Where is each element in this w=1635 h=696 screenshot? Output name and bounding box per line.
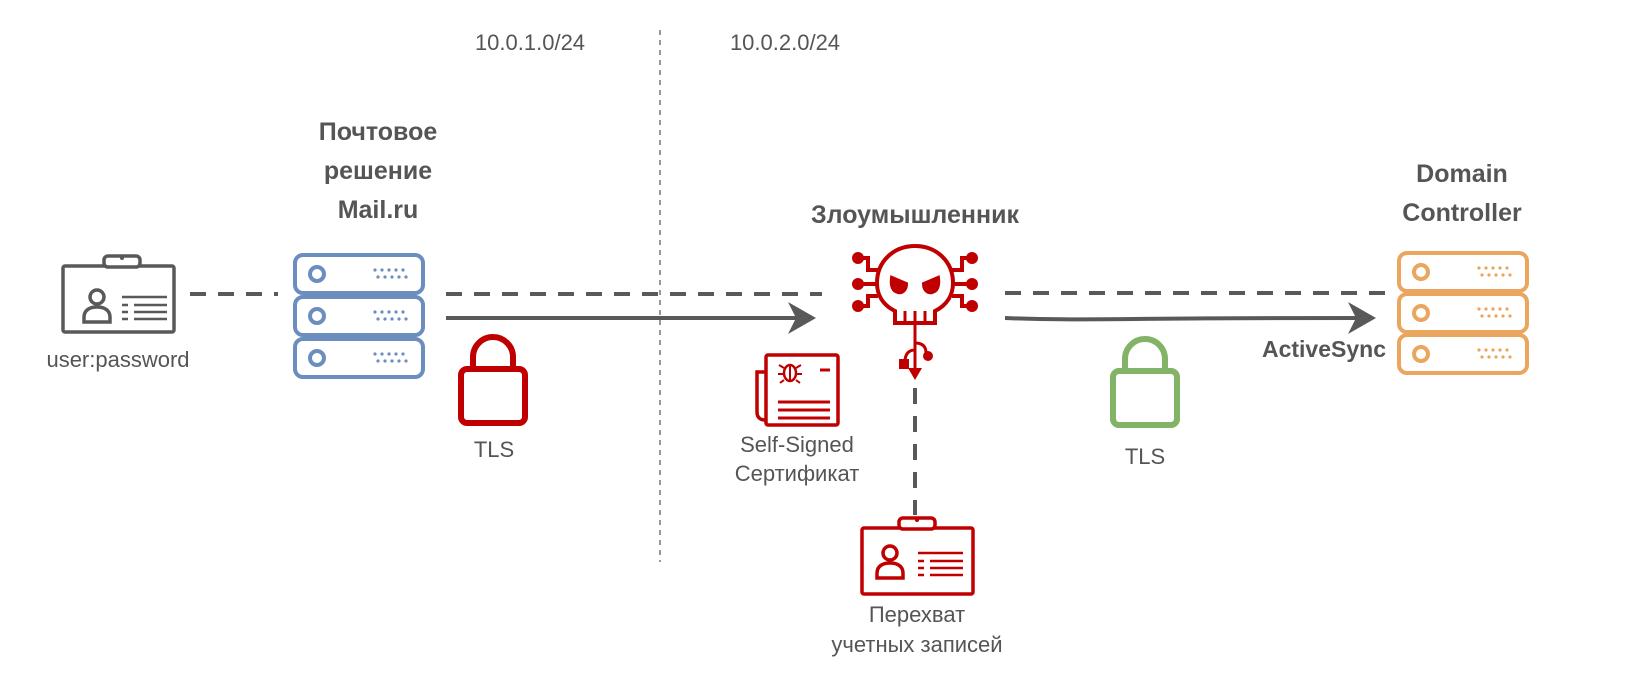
certificate-line-1: Self-Signed [740, 432, 854, 457]
subnet-left-label: 10.0.1.0/24 [475, 30, 585, 55]
tls-left-label: TLS [474, 437, 514, 462]
attacker-to-dc-arrow [1004, 302, 1376, 335]
dc-title-line-2: Controller [1402, 199, 1522, 227]
self-signed-certificate-icon [755, 353, 840, 427]
user-label: user:password [46, 347, 189, 372]
domain-controller-server-icon [1397, 251, 1529, 375]
intercepted-credentials-badge-icon [860, 516, 975, 596]
mail-server-icon [293, 253, 425, 379]
attacker-title: Злоумышленник [811, 201, 1019, 229]
broken-tls-lock-icon [458, 334, 528, 426]
subnet-right-label: 10.0.2.0/24 [730, 30, 840, 55]
attacker-skull-icon [852, 243, 978, 380]
mail-title-line-2: решение [324, 157, 432, 185]
secure-tls-lock-icon [1110, 336, 1180, 428]
tls-right-label: TLS [1125, 444, 1165, 469]
certificate-line-2: Сертификат [735, 461, 860, 486]
mail-title-line-1: Почтовое [319, 118, 438, 146]
user-badge-icon [61, 254, 176, 334]
mail-title-line-3: Mail.ru [338, 196, 419, 224]
dc-title-line-1: Domain [1416, 160, 1508, 188]
intercept-line-2: учетных записей [831, 632, 1002, 657]
activesync-label: ActiveSync [1262, 336, 1386, 362]
intercept-line-1: Перехват [869, 602, 965, 627]
